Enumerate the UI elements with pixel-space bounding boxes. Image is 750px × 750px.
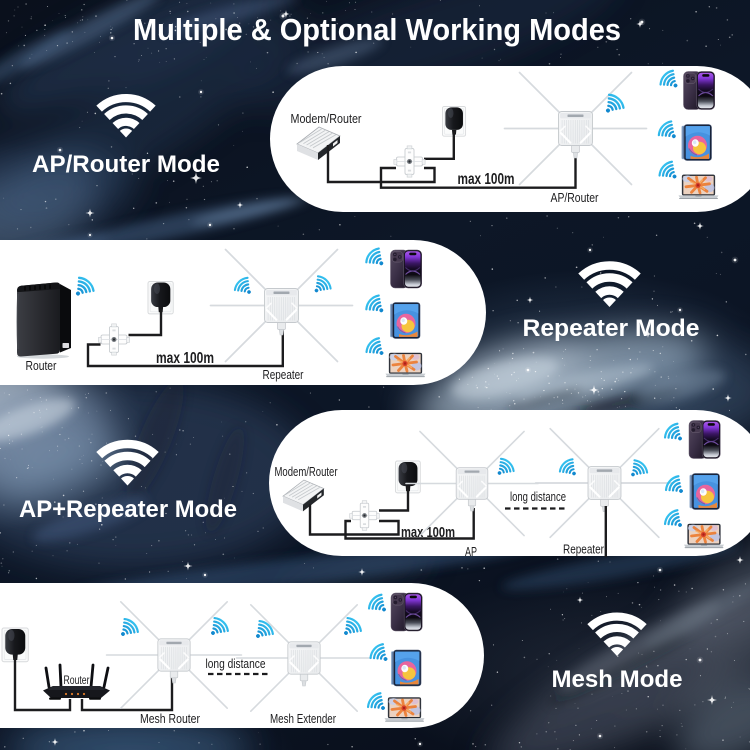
svg-text:Router: Router [64, 675, 90, 687]
svg-text:Multiple & Optional Working Mo: Multiple & Optional Working Modes [133, 12, 621, 47]
svg-text:max 100m: max 100m [156, 350, 214, 367]
svg-text:Modem/Router: Modem/Router [275, 465, 338, 479]
svg-text:Router: Router [26, 358, 58, 373]
svg-text:long distance: long distance [206, 657, 266, 671]
svg-text:Mesh Router: Mesh Router [140, 711, 201, 726]
svg-text:Repeater: Repeater [263, 368, 304, 382]
svg-text:AP: AP [465, 545, 477, 559]
svg-text:long distance: long distance [510, 490, 566, 504]
svg-text:Mesh Extender: Mesh Extender [270, 711, 337, 726]
svg-text:AP/Router Mode: AP/Router Mode [32, 151, 220, 178]
svg-text:max 100m: max 100m [458, 171, 515, 188]
svg-text:Repeater Mode: Repeater Mode [523, 315, 700, 342]
svg-text:AP/Router: AP/Router [551, 191, 599, 205]
svg-text:AP+Repeater Mode: AP+Repeater Mode [19, 496, 237, 523]
svg-text:Repeater: Repeater [563, 543, 604, 557]
svg-text:max 100m: max 100m [401, 524, 455, 541]
svg-text:Mesh Mode: Mesh Mode [552, 666, 683, 693]
svg-text:Modem/Router: Modem/Router [291, 111, 363, 126]
